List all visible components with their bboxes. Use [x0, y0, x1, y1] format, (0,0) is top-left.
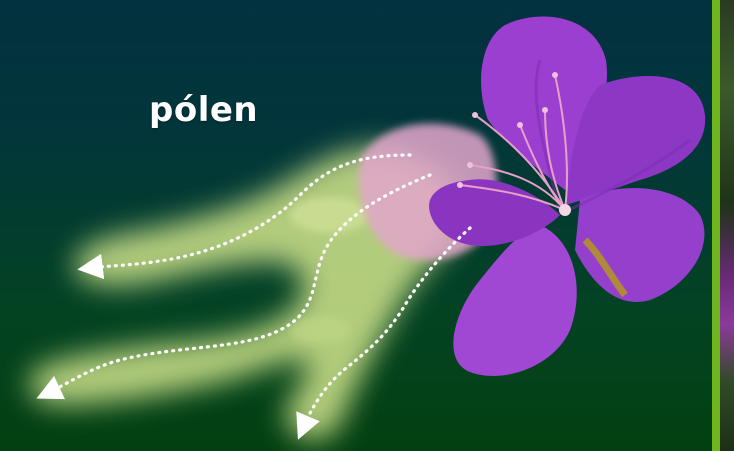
side-photo-strip [720, 0, 734, 451]
flower [359, 17, 705, 376]
side-accent-bar [712, 0, 720, 451]
pollen-label: pólen [149, 90, 258, 130]
